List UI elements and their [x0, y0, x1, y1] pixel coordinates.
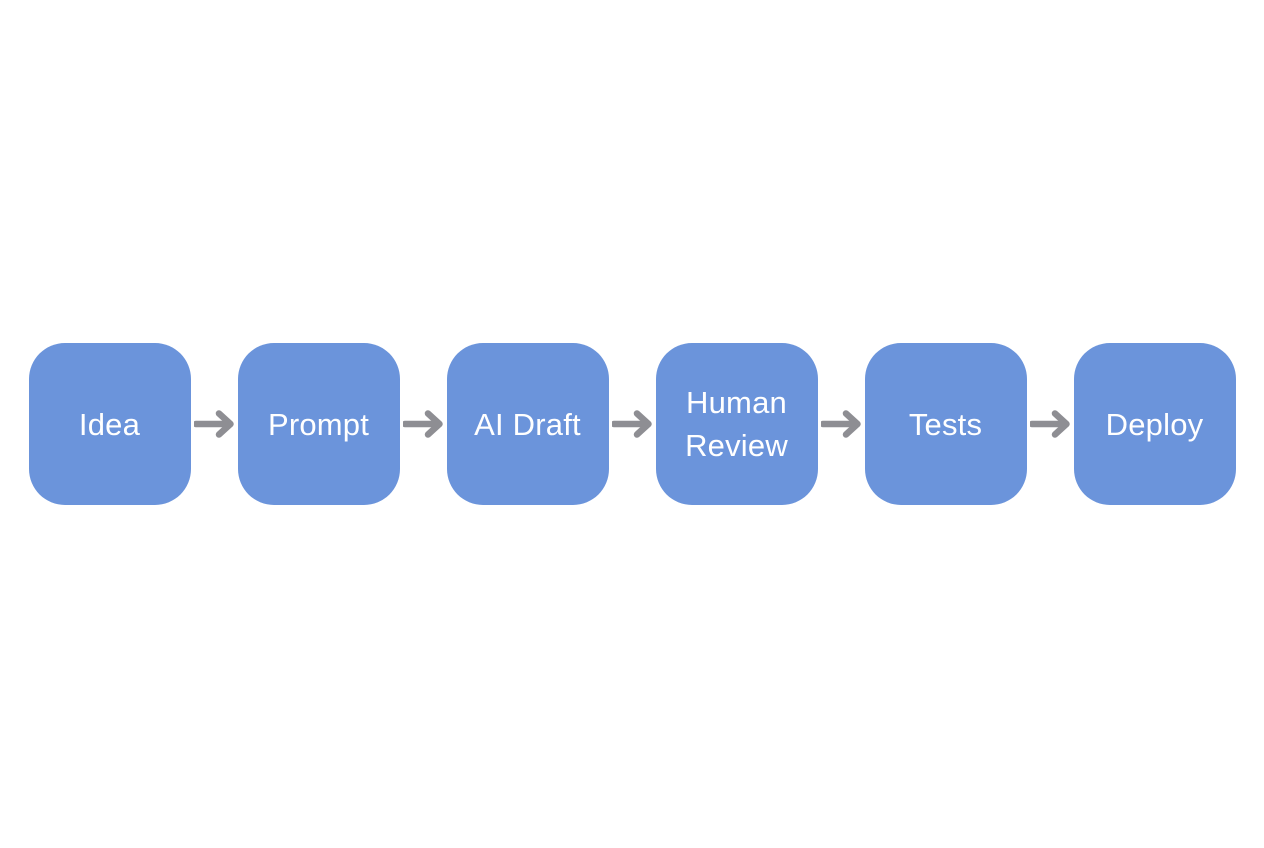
flow-row: Idea Prompt AI Draft — [28, 343, 1236, 505]
arrow-right-icon — [1027, 343, 1074, 505]
flow-node-human-review-label: Human Review — [685, 385, 788, 463]
flow-node-deploy: Deploy — [1073, 343, 1236, 505]
flow-node-prompt: Prompt — [237, 343, 400, 505]
flow-node-idea-label: Idea — [78, 406, 141, 442]
flow-node-human-review: Human Review — [655, 343, 818, 505]
flow-node-ai-draft-label: AI Draft — [474, 406, 581, 442]
flow-node-ai-draft: AI Draft — [446, 343, 609, 505]
flow-node-deploy-label: Deploy — [1105, 406, 1204, 442]
arrow-right-icon — [818, 343, 865, 505]
arrow-right-icon — [191, 343, 238, 505]
flow-node-tests-label: Tests — [908, 406, 983, 442]
flow-node-tests: Tests — [864, 343, 1027, 505]
arrow-right-icon — [609, 343, 656, 505]
arrow-right-icon — [400, 343, 447, 505]
flow-node-prompt-label: Prompt — [267, 406, 370, 442]
flow-node-idea: Idea — [28, 343, 191, 505]
